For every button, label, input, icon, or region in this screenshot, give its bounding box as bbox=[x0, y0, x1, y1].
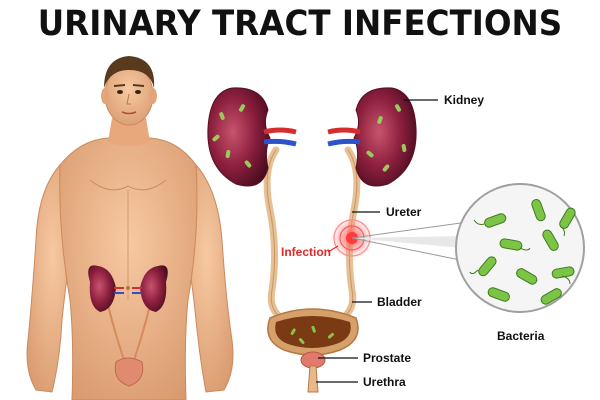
label-prostate: Prostate bbox=[363, 351, 411, 365]
ureter-left bbox=[263, 146, 288, 324]
kidney-right bbox=[353, 87, 417, 187]
kidney-left bbox=[207, 87, 271, 187]
body-urinary-system bbox=[88, 265, 168, 387]
body-kidney-left bbox=[88, 265, 116, 312]
label-bacteria: Bacteria bbox=[497, 329, 545, 343]
human-body bbox=[26, 56, 234, 400]
kidney-bacteria-specks bbox=[212, 104, 407, 172]
body-bladder bbox=[114, 357, 144, 387]
urinary-tract-enlarged bbox=[207, 87, 417, 393]
label-kidney: Kidney bbox=[444, 93, 484, 107]
leader-lines bbox=[316, 99, 438, 383]
label-bladder: Bladder bbox=[377, 295, 422, 309]
label-ureter: Ureter bbox=[386, 205, 422, 219]
label-urethra: Urethra bbox=[363, 375, 406, 389]
body-kidney-right bbox=[140, 265, 168, 312]
bacteria-magnifier bbox=[351, 183, 585, 313]
label-infection: Infection bbox=[281, 245, 331, 259]
bacteria-cells bbox=[478, 199, 576, 305]
page-title: URINARY TRACT INFECTIONS bbox=[37, 4, 563, 44]
urethra bbox=[307, 365, 319, 393]
